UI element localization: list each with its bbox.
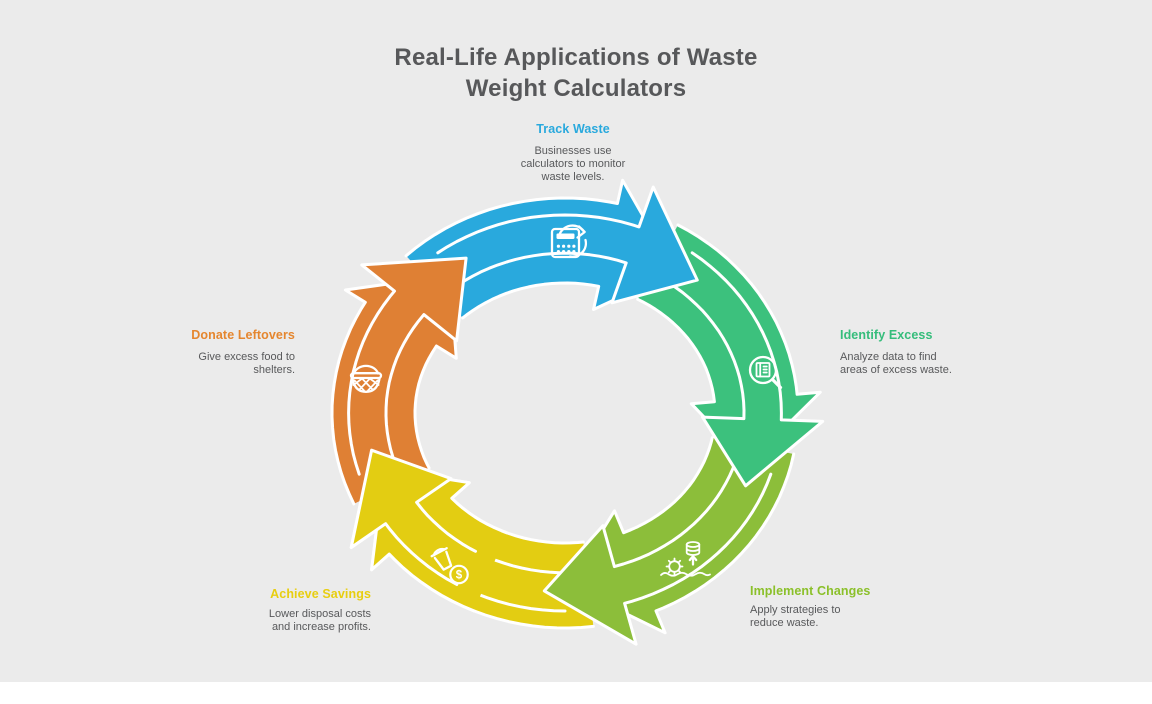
step-description-line: waste levels. [541,171,605,183]
step-description: Businesses use calculators to monitor wa… [453,145,693,184]
step-description: Lower disposal costs and increase profit… [171,608,371,634]
step-description-line: Give excess food to [198,351,295,363]
growth-gear-icon [660,541,711,577]
step-description-line: reduce waste. [750,617,819,629]
arrow-implement-changes [542,460,773,646]
step-description: Analyze data to find areas of excess was… [840,351,1015,377]
calculator-sync-icon [550,224,588,259]
step-description-line: Businesses use [534,145,612,157]
infographic-canvas: Real-Life Applications of Waste Weight C… [0,0,1152,682]
arrow-donate-leftovers [347,256,468,476]
cycle-diagram: $ [330,178,825,646]
step-description-line: Lower disposal costs [268,608,371,620]
step-description-line: areas of excess waste. [840,364,952,376]
step-heading: Achieve Savings [270,587,371,601]
svg-text:$: $ [456,570,463,582]
page-title-line-2: Weight Calculators [465,75,687,102]
step-heading: Donate Leftovers [191,328,295,342]
magnifier-report-icon [748,355,783,390]
step-description-line: Analyze data to find [840,351,937,363]
step-heading: Implement Changes [750,584,871,598]
step-heading: Identify Excess [840,328,933,342]
step-description: Apply strategies to reduce waste. [750,604,875,630]
step-description-line: calculators to monitor [520,158,626,170]
step-heading: Track Waste [536,122,610,136]
arrow-track-waste [436,185,699,305]
arrow-achieve-savings [349,448,477,586]
step-description: Give excess food to shelters. [95,351,295,377]
bin-dollar-icon: $ [430,547,469,585]
step-description-line: and increase profits. [271,621,371,633]
step-description-line: shelters. [253,364,295,376]
page-title-line-1: Real-Life Applications of Waste [394,44,758,71]
step-label-achieve-savings: Achieve Savings Lower disposal costs and… [171,587,371,634]
food-basket-icon [349,364,383,393]
step-label-identify-excess: Identify Excess Analyze data to find are… [840,328,1015,377]
step-label-implement-changes: Implement Changes Apply strategies to re… [750,584,875,630]
step-label-track-waste: Track Waste Businesses use calculators t… [453,122,693,184]
step-label-donate-leftovers: Donate Leftovers Give excess food to she… [95,328,295,377]
page-title: Real-Life Applications of Waste Weight C… [0,42,1152,104]
step-description-line: Apply strategies to [750,604,841,616]
arrow-identify-excess [668,251,825,488]
